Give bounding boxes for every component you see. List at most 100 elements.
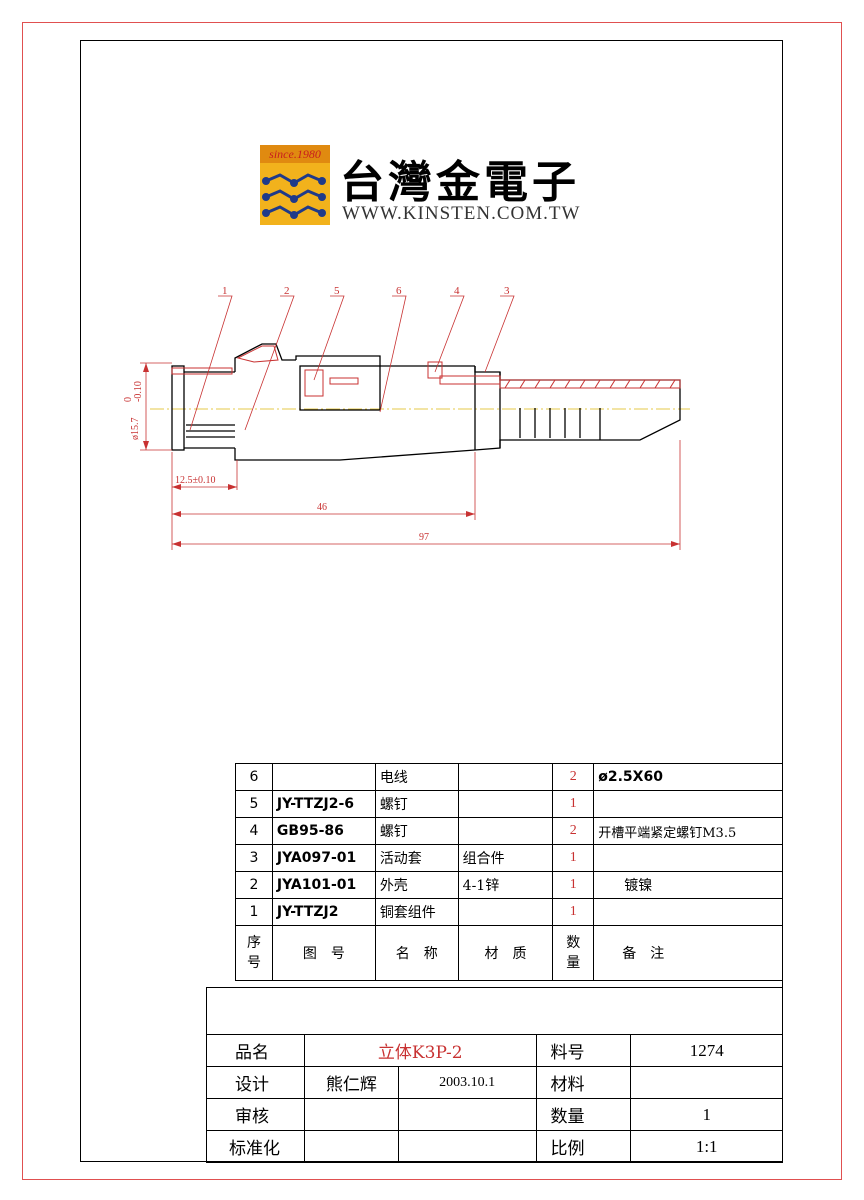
standard-extra (397, 1130, 537, 1163)
callout-leaders (189, 295, 515, 431)
dim-diameter-tol-upper: 0 (123, 397, 134, 402)
seq-cell: 1 (235, 898, 273, 926)
quantity-label: 数量 (535, 1098, 632, 1131)
title-block-row: 审核 数量 1 (206, 1098, 783, 1131)
qty-cell: 1 (552, 871, 595, 899)
note-cell: 开槽平端紧定螺钉M3.5 (593, 817, 783, 845)
note-cell (593, 790, 783, 818)
callout-numbers: 1 2 5 6 4 3 (222, 285, 510, 297)
dim-diameter: ø15.7 (130, 418, 141, 441)
note-cell: ø2.5X60 (593, 763, 783, 791)
review-extra (397, 1098, 537, 1131)
header-qty: 数量 (566, 935, 581, 971)
table-row: 6 电线 2 ø2.5X60 (235, 763, 783, 791)
name-cell: 活动套 (374, 844, 459, 872)
header-note: 备 注 (593, 925, 783, 981)
standard-value (303, 1130, 399, 1163)
note-cell: 镀镍 (593, 871, 783, 899)
section-hatching (171, 345, 681, 397)
material-cell (457, 790, 554, 818)
review-value (303, 1098, 399, 1131)
quantity-value: 1 (630, 1098, 783, 1131)
connector-outline (171, 343, 681, 461)
part-no-cell: GB95-86 (271, 817, 376, 845)
note-cell (593, 898, 783, 926)
qty-cell: 1 (552, 898, 595, 926)
seq-cell: 4 (235, 817, 273, 845)
qty-cell: 1 (552, 790, 595, 818)
company-logo: since.1980 (260, 145, 330, 225)
name-cell: 螺钉 (374, 817, 459, 845)
name-cell: 螺钉 (374, 790, 459, 818)
company-url: WWW.KINSTEN.COM.TW (342, 203, 581, 224)
standard-label: 标准化 (206, 1130, 305, 1163)
qty-cell: 1 (552, 844, 595, 872)
title-block-blank-row (206, 987, 783, 1035)
design-date: 2003.10.1 (397, 1066, 537, 1099)
material-no-label: 料号 (535, 1034, 632, 1067)
table-row: 4 GB95-86 螺钉 2 开槽平端紧定螺钉M3.5 (235, 817, 783, 845)
header-part-no: 图 号 (271, 925, 376, 981)
material-value (630, 1066, 783, 1099)
seq-cell: 3 (235, 844, 273, 872)
title-block-table: 品名 立体K3P-2 料号 1274 设计 熊仁辉 2003.10.1 材料 审… (206, 987, 783, 1163)
material-cell (457, 763, 554, 791)
parts-list-table: 6 电线 2 ø2.5X60 5 JY-TTZJ2-6 螺钉 1 4 GB95-… (235, 763, 783, 981)
design-label: 设计 (206, 1066, 305, 1099)
dimension-arrows (143, 363, 680, 547)
qty-cell: 2 (552, 763, 595, 791)
qty-cell: 2 (552, 817, 595, 845)
seq-cell: 5 (235, 790, 273, 818)
dimension-texts: ø15.7 0 -0.10 12.5±0.10 46 97 (123, 381, 429, 543)
table-row: 5 JY-TTZJ2-6 螺钉 1 (235, 790, 783, 818)
part-no-cell: JY-TTZJ2-6 (271, 790, 376, 818)
callout-3: 3 (504, 285, 510, 297)
table-row: 1 JY-TTZJ2 铜套组件 1 (235, 898, 783, 926)
material-cell: 组合件 (457, 844, 554, 872)
name-cell: 铜套组件 (374, 898, 459, 926)
callout-2: 2 (284, 285, 290, 297)
part-no-cell: JY-TTZJ2 (271, 898, 376, 926)
material-cell (457, 898, 554, 926)
scale-value: 1:1 (630, 1130, 783, 1163)
header-name: 名 称 (374, 925, 459, 981)
sheet-outer-border (22, 22, 842, 1180)
company-name: 台灣金電子 (340, 157, 580, 208)
blank-cell (206, 987, 783, 1035)
seq-cell: 6 (235, 763, 273, 791)
part-no-cell: JYA101-01 (271, 871, 376, 899)
callout-5: 5 (334, 285, 340, 297)
note-cell (593, 844, 783, 872)
name-cell: 外壳 (374, 871, 459, 899)
table-header-row: 序号 图 号 名 称 材 质 数量 备 注 (235, 925, 783, 981)
part-no-cell (271, 763, 376, 791)
callout-6: 6 (396, 285, 402, 297)
callout-1: 1 (222, 285, 228, 297)
title-block-row: 标准化 比例 1:1 (206, 1130, 783, 1163)
material-cell: 4-1锌 (457, 871, 554, 899)
dim-length-a: 12.5±0.10 (175, 475, 216, 486)
product-label: 品名 (206, 1034, 305, 1067)
table-row: 2 JYA101-01 外壳 4-1锌 1 镀镍 (235, 871, 783, 899)
dimension-lines (140, 362, 681, 550)
header-material: 材 质 (457, 925, 554, 981)
scale-label: 比例 (535, 1130, 632, 1163)
dim-diameter-tol-lower: -0.10 (133, 381, 144, 402)
callout-4: 4 (454, 285, 460, 297)
review-label: 审核 (206, 1098, 305, 1131)
part-no-cell: JYA097-01 (271, 844, 376, 872)
name-cell: 电线 (374, 763, 459, 791)
header-seq: 序号 (246, 935, 261, 971)
title-block-row: 设计 熊仁辉 2003.10.1 材料 (206, 1066, 783, 1099)
product-value: 立体K3P-2 (303, 1034, 537, 1067)
designer-value: 熊仁辉 (303, 1066, 399, 1099)
dim-length-total: 97 (419, 532, 429, 543)
material-no-value: 1274 (630, 1034, 783, 1067)
material-label: 材料 (535, 1066, 632, 1099)
title-block-row: 品名 立体K3P-2 料号 1274 (206, 1034, 783, 1067)
seq-cell: 2 (235, 871, 273, 899)
logo-badge-text: since.1980 (269, 147, 321, 161)
dim-length-b: 46 (317, 502, 327, 513)
material-cell (457, 817, 554, 845)
